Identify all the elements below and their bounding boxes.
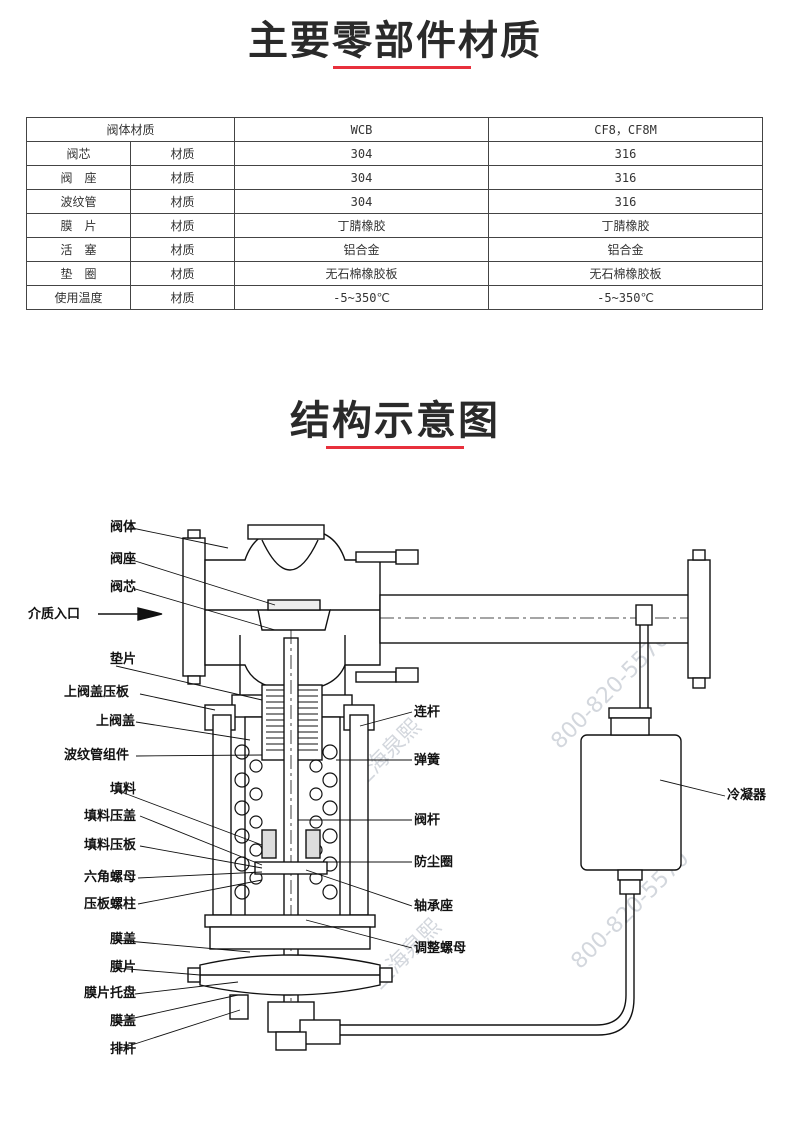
row-col1-cell: 铝合金 — [234, 237, 490, 262]
label-medium-inlet: 介质入口 — [27, 606, 80, 622]
valve-drawing — [98, 524, 711, 1051]
row-col2-cell: 丁腈橡胶 — [488, 213, 764, 238]
label-diaphragm-cover-top: 膜盖 — [110, 931, 136, 947]
row-attr-cell: 材质 — [129, 237, 236, 262]
row-col1-cell: 304 — [234, 141, 490, 166]
label-valve-stem: 阀杆 — [414, 812, 440, 828]
label-upper-bonnet-plate: 上阀盖压板 — [64, 684, 130, 700]
label-diaphragm-cover-bottom: 膜盖 — [110, 1013, 136, 1029]
table-row: 垫 圈材质无石棉橡胶板无石棉橡胶板 — [26, 261, 764, 286]
diagram-labels: 阀体 阀座 阀芯 介质入口 垫片 上阀盖压板 上阀盖 波纹管组件 填料 填料压盖… — [27, 519, 767, 1057]
label-hex-nut: 六角螺母 — [84, 869, 136, 885]
leader-lines — [115, 527, 726, 1051]
row-part-cell: 使用温度 — [26, 285, 131, 310]
label-gasket: 垫片 — [110, 651, 136, 667]
row-col1-cell: -5~350℃ — [234, 285, 490, 310]
row-attr-cell: 材质 — [129, 261, 236, 286]
row-part-cell: 阀 座 — [26, 165, 131, 190]
label-adjusting-nut: 调整螺母 — [414, 940, 466, 956]
row-attr-cell: 材质 — [129, 189, 236, 214]
row-part-cell: 活 塞 — [26, 237, 131, 262]
row-attr-cell: 材质 — [129, 213, 236, 238]
row-col1-cell: 304 — [234, 189, 490, 214]
row-col2-cell: 316 — [488, 141, 764, 166]
materials-heading: 主要零部件材质 — [248, 18, 542, 64]
label-diaphragm: 膜片 — [110, 959, 136, 975]
diagram-heading: 结构示意图 — [290, 398, 500, 444]
row-col1-cell: 无石棉橡胶板 — [234, 261, 490, 286]
header-col2: CF8，CF8M — [488, 117, 764, 142]
row-col1-cell: 304 — [234, 165, 490, 190]
row-attr-cell: 材质 — [129, 285, 236, 310]
row-part-cell: 波纹管 — [26, 189, 131, 214]
label-upper-bonnet: 上阀盖 — [96, 713, 135, 729]
label-diaphragm-tray: 膜片托盘 — [84, 985, 136, 1001]
row-part-cell: 阀芯 — [26, 141, 131, 166]
label-plate-stud: 压板螺柱 — [84, 896, 136, 912]
table-row: 使用温度材质-5~350℃-5~350℃ — [26, 285, 764, 310]
label-bellows-assembly: 波纹管组件 — [64, 747, 129, 763]
row-part-cell: 膜 片 — [26, 213, 131, 238]
header-label: 阀体材质 — [25, 117, 236, 142]
row-part-cell: 垫 圈 — [26, 261, 131, 286]
label-condenser: 冷凝器 — [727, 787, 767, 803]
row-col2-cell: 316 — [488, 165, 764, 190]
row-col2-cell: 铝合金 — [488, 237, 764, 262]
label-valve-core: 阀芯 — [110, 579, 136, 595]
label-dust-ring: 防尘圈 — [414, 854, 453, 870]
label-packing-plate: 填料压板 — [84, 837, 137, 853]
row-attr-cell: 材质 — [129, 165, 236, 190]
label-spring: 弹簧 — [414, 752, 440, 768]
row-col2-cell: 无石棉橡胶板 — [488, 261, 764, 286]
row-attr-cell: 材质 — [129, 141, 236, 166]
row-col2-cell: -5~350℃ — [488, 285, 764, 310]
label-push-rod: 排杆 — [110, 1041, 136, 1057]
header-col1: WCB — [234, 117, 490, 142]
label-valve-seat: 阀座 — [110, 551, 136, 567]
label-valve-body: 阀体 — [110, 519, 137, 535]
label-connecting-rod: 连杆 — [414, 704, 440, 720]
valve-structure-diagram: 上海泉熙 800-820-5570 上海泉熙 800-820-5570 — [27, 519, 767, 1057]
table-row: 活 塞材质铝合金铝合金 — [26, 237, 764, 262]
label-bearing-seat: 轴承座 — [414, 898, 453, 914]
row-col1-cell: 丁腈橡胶 — [234, 213, 490, 238]
materials-heading-underline — [333, 66, 471, 69]
table-row: 膜 片材质丁腈橡胶丁腈橡胶 — [26, 213, 764, 238]
label-packing: 填料 — [110, 781, 136, 797]
row-col2-cell: 316 — [488, 189, 764, 214]
diagram-heading-underline — [326, 446, 464, 449]
label-packing-gland: 填料压盖 — [84, 808, 136, 824]
table-header-row: 阀体材质 WCB CF8，CF8M — [25, 117, 764, 142]
